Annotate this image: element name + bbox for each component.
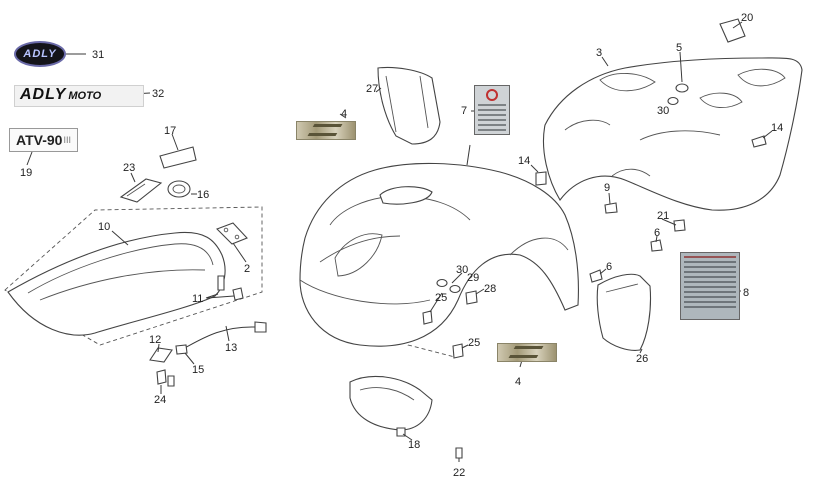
callout-5: 5 xyxy=(676,42,682,54)
warning-label-8 xyxy=(680,252,740,320)
rear-flap-26 xyxy=(596,273,652,351)
pad-23 xyxy=(119,178,163,203)
callout-28: 28 xyxy=(484,283,496,295)
adly-moto-logo-sub: MOTO xyxy=(68,90,102,102)
callout-30-lower: 30 xyxy=(456,264,468,276)
callout-labels: 31 32 19 17 23 16 10 2 11 13 12 15 24 27… xyxy=(20,12,783,479)
adly-moto-logo: ADLY MOTO xyxy=(14,85,144,107)
callout-6-upper: 6 xyxy=(654,227,660,239)
main-fender-body xyxy=(299,144,579,358)
callout-15: 15 xyxy=(192,364,204,376)
callout-13: 13 xyxy=(225,342,237,354)
callout-25-upper: 25 xyxy=(435,292,447,304)
bolts-11 xyxy=(217,275,244,301)
bolt-14-right xyxy=(751,135,767,148)
callout-14-left: 14 xyxy=(518,155,530,167)
clip-6-upper xyxy=(650,239,663,252)
clip-9 xyxy=(604,202,618,214)
callout-4-upper: 4 xyxy=(341,108,347,120)
callout-16: 16 xyxy=(197,189,209,201)
stripe-decal-lower xyxy=(497,343,557,362)
side-panel-18 xyxy=(349,375,433,437)
clip-25-upper xyxy=(422,310,433,325)
callout-19: 19 xyxy=(20,167,32,179)
warning-label-7 xyxy=(474,85,510,135)
callout-3: 3 xyxy=(596,47,602,59)
callout-26: 26 xyxy=(636,353,648,365)
callout-20: 20 xyxy=(741,12,753,24)
prohibition-icon xyxy=(486,89,498,101)
atv-90-badge-text: ATV-90 xyxy=(16,132,63,148)
callout-31: 31 xyxy=(92,49,104,61)
callout-25-lower: 25 xyxy=(468,337,480,349)
seat xyxy=(4,206,263,346)
callout-21: 21 xyxy=(657,210,669,222)
callout-22: 22 xyxy=(453,467,465,479)
nut-5 xyxy=(675,83,689,93)
rear-fender xyxy=(542,57,803,211)
grommet-16 xyxy=(167,180,191,198)
bracket-12 xyxy=(149,347,173,363)
callout-10: 10 xyxy=(98,221,110,233)
bolt-21 xyxy=(673,219,686,232)
adly-oval-logo-text: ADLY xyxy=(23,48,57,60)
callout-24: 24 xyxy=(154,394,166,406)
callout-29: 29 xyxy=(467,272,479,284)
atv-90-badge: ATV-90 III xyxy=(9,128,78,152)
callout-6-lower: 6 xyxy=(606,261,612,273)
adly-oval-logo: ADLY xyxy=(14,41,66,67)
fasteners-28-29-30 xyxy=(436,278,478,305)
atv-90-badge-suffix: III xyxy=(63,135,71,145)
callout-32: 32 xyxy=(152,88,164,100)
bolt-22 xyxy=(455,447,463,459)
callout-14-right: 14 xyxy=(771,122,783,134)
callout-17: 17 xyxy=(164,125,176,137)
callout-7: 7 xyxy=(461,105,467,117)
plate-17 xyxy=(159,146,197,169)
callout-27: 27 xyxy=(366,83,378,95)
nut-30-upper xyxy=(667,96,679,106)
adly-moto-logo-main: ADLY xyxy=(20,86,67,103)
callout-18: 18 xyxy=(408,439,420,451)
bolt-14-left xyxy=(535,171,547,186)
callout-9: 9 xyxy=(604,182,610,194)
callout-23: 23 xyxy=(123,162,135,174)
callout-30-upper: 30 xyxy=(657,105,669,117)
callout-11: 11 xyxy=(192,293,203,305)
clip-25-lower xyxy=(452,343,464,359)
cable-13 xyxy=(175,321,267,355)
seat-bracket xyxy=(216,222,248,245)
callout-4-lower: 4 xyxy=(515,376,521,388)
callout-12: 12 xyxy=(149,334,161,346)
callout-8: 8 xyxy=(743,287,749,299)
stripe-decal-upper xyxy=(296,121,356,140)
clip-24 xyxy=(156,369,175,387)
front-mudguard xyxy=(377,66,441,145)
clip-6-lower xyxy=(589,269,603,283)
callout-2: 2 xyxy=(244,263,250,275)
